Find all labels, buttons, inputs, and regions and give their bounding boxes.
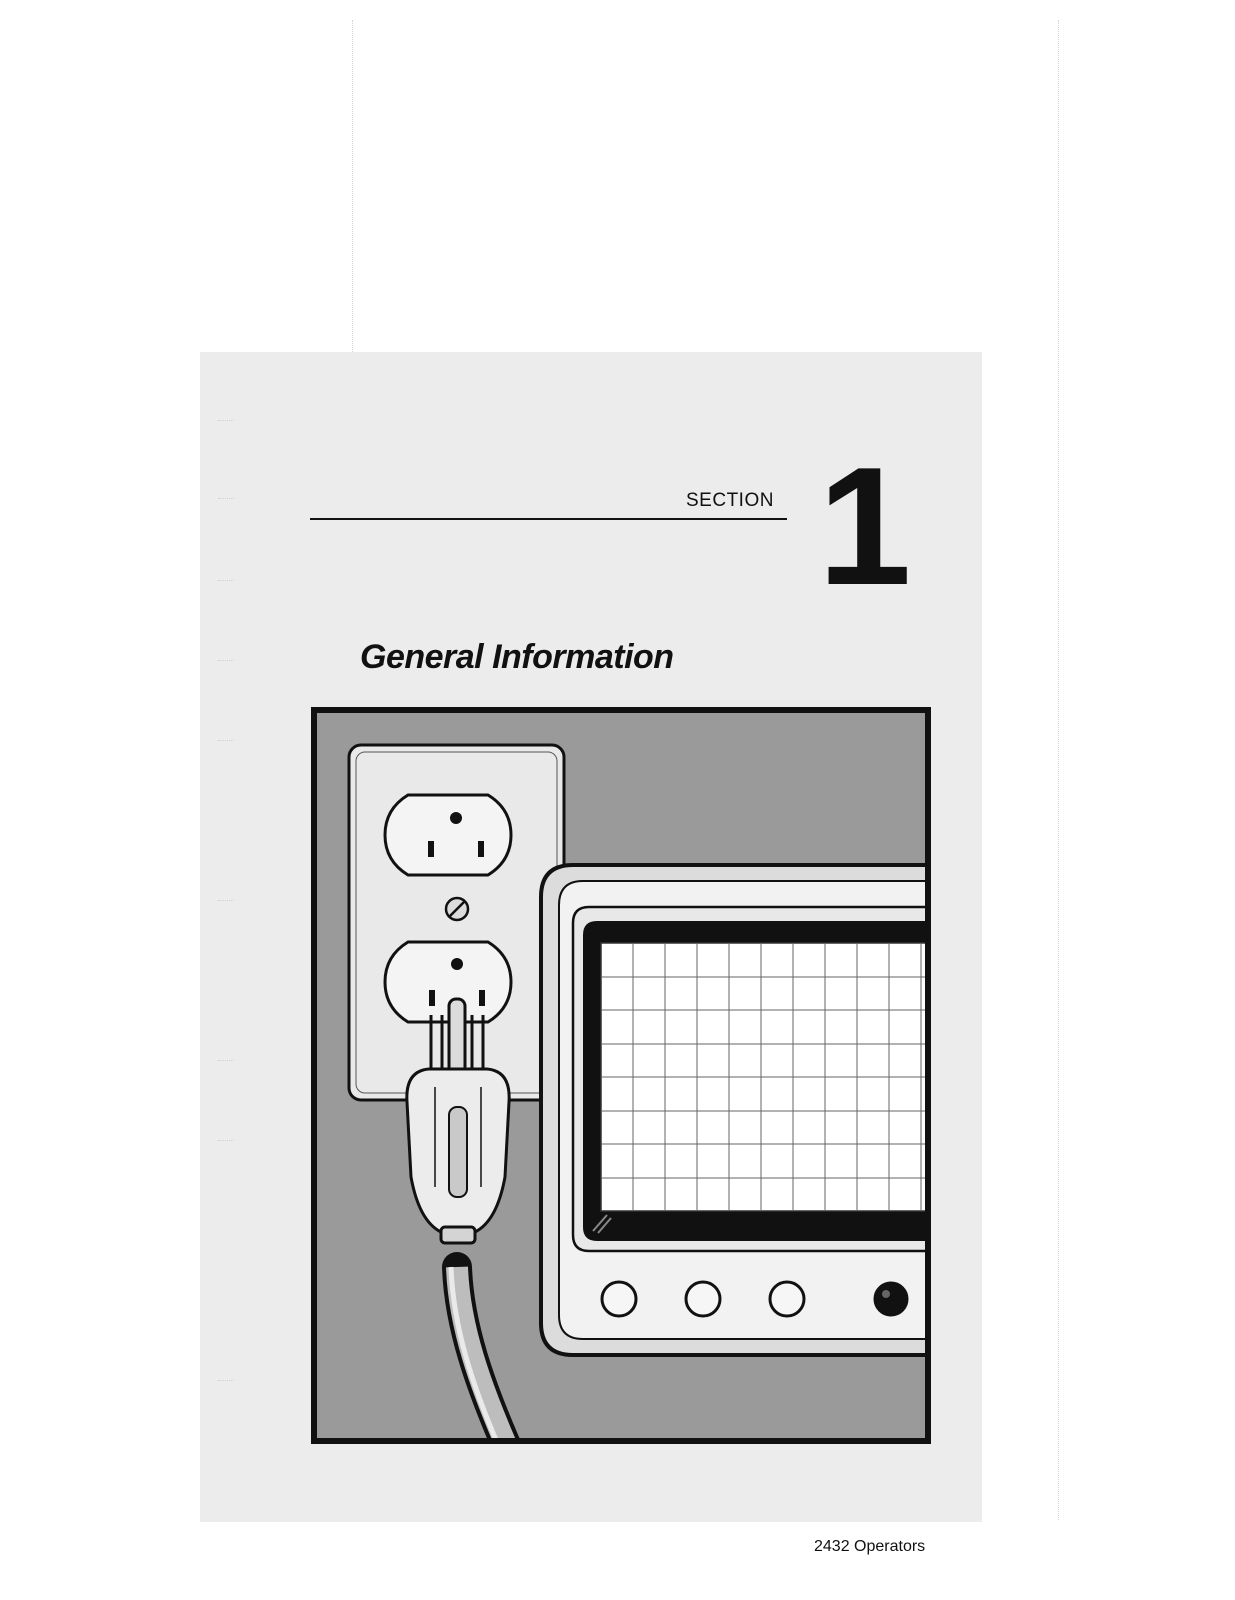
margin-tick	[218, 1060, 234, 1061]
outlet-receptacle-upper	[385, 795, 511, 875]
plate-screw	[446, 898, 468, 920]
margin-tick	[218, 498, 234, 499]
section-number: 1	[818, 442, 911, 610]
margin-tick	[218, 420, 234, 421]
power-plug-illustration	[311, 707, 931, 1444]
margin-tick	[218, 1380, 234, 1381]
margin-tick	[218, 900, 234, 901]
page-guide-right	[1058, 20, 1059, 1520]
margin-tick	[218, 580, 234, 581]
section-rule	[310, 518, 787, 520]
margin-tick	[218, 1140, 234, 1141]
oscilloscope-screen-graticule	[601, 943, 931, 1211]
section-label: SECTION	[686, 490, 774, 512]
margin-tick	[218, 660, 234, 661]
margin-tick	[218, 740, 234, 741]
footer-manual-title: 2432 Operators	[814, 1538, 925, 1556]
page-title: General Information	[360, 638, 674, 677]
